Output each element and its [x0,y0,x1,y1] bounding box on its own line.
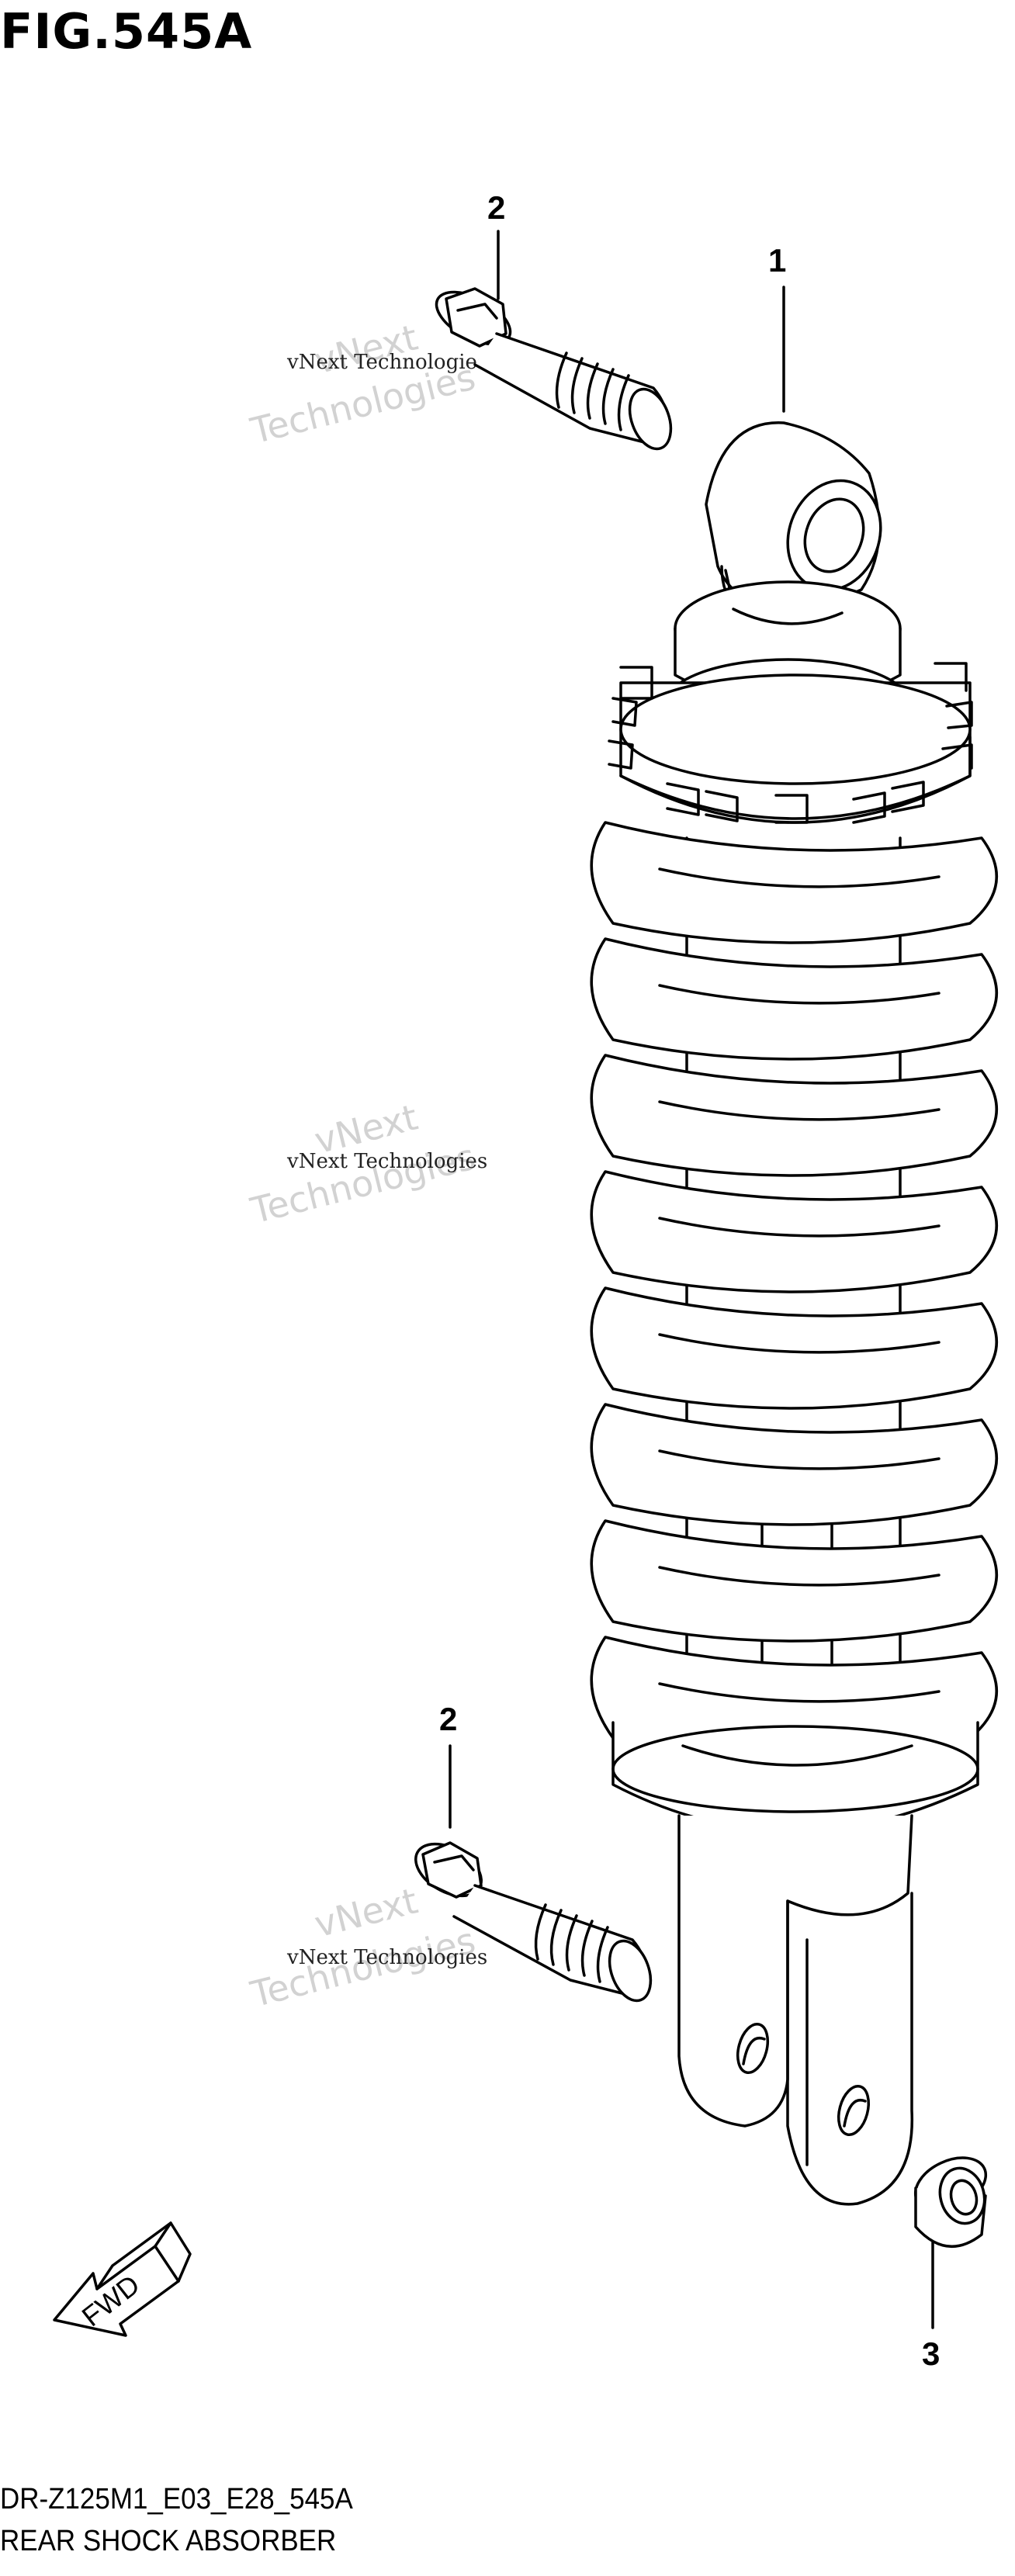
callout-number: 1 [768,242,786,279]
callout-2-bottom[interactable]: 2 [439,1701,457,1829]
watermark-small-text: vNext Technologies [287,351,488,374]
rear-shock-absorber[interactable] [590,421,999,2206]
diagram-code: DR-Z125M1_E03_E28_545A [0,2483,353,2515]
forward-direction-arrow: FWD [53,2221,192,2337]
callout-number: 2 [487,189,505,226]
upper-mounting-bolt[interactable] [428,282,678,455]
callout-number: 2 [439,1701,457,1737]
callout-number: 3 [922,2335,940,2372]
callout-3[interactable]: 3 [922,2241,940,2372]
callout-2-top[interactable]: 2 [487,189,505,300]
callout-1[interactable]: 1 [768,242,786,413]
figure-title: FIG.545A [0,3,253,60]
diagram-name: REAR SHOCK ABSORBER [0,2525,337,2557]
lower-mounting-bolt[interactable] [407,1833,658,2006]
flange-nut[interactable] [907,2148,994,2249]
watermark-small-text: vNext Technologies [287,1946,488,1969]
watermark-small-text: vNext Technologies [287,1150,488,1173]
